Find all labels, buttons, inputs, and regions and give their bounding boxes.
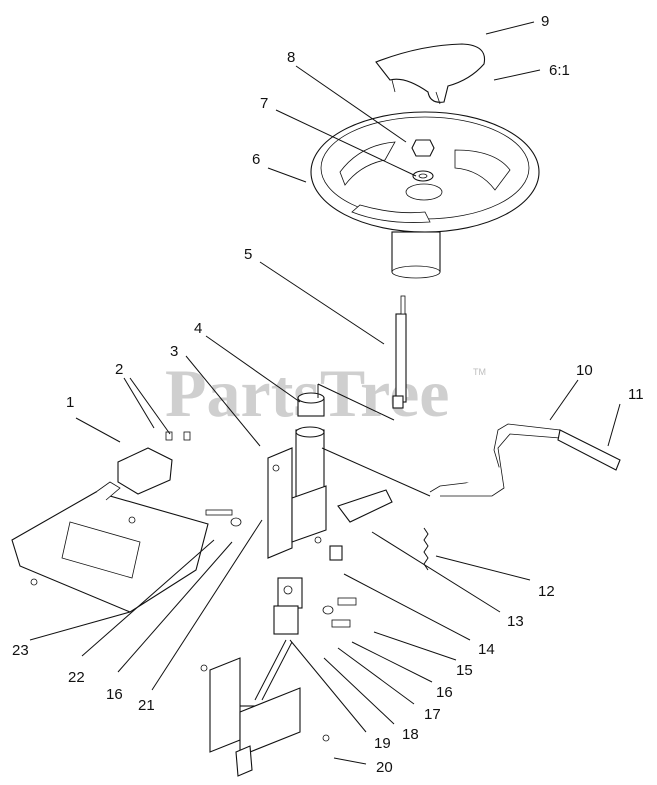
arc-bracket xyxy=(337,489,393,523)
watermark-trademark: TM xyxy=(473,367,486,377)
callout-9: 9 xyxy=(541,13,549,30)
callout-4: 4 xyxy=(194,320,202,337)
lever xyxy=(429,423,621,497)
bushing xyxy=(297,392,325,417)
callout-6-1: 6:1 xyxy=(549,62,570,79)
screw-left xyxy=(205,509,242,527)
universal-joint xyxy=(273,577,303,635)
callout-8: 8 xyxy=(287,49,295,66)
callout-23: 23 xyxy=(12,642,29,659)
spring xyxy=(423,527,429,571)
callout-3: 3 xyxy=(170,343,178,360)
callout-13: 13 xyxy=(507,613,524,630)
callout-16-left: 16 xyxy=(106,686,123,703)
mounting-plate xyxy=(11,481,209,613)
callout-7: 7 xyxy=(260,95,268,112)
callout-11: 11 xyxy=(628,386,644,403)
nut xyxy=(411,139,435,157)
callout-15: 15 xyxy=(456,662,473,679)
steering-shaft xyxy=(392,295,407,409)
callout-14: 14 xyxy=(478,641,495,658)
steering-wheel-cap xyxy=(375,43,486,105)
callout-21: 21 xyxy=(138,697,155,714)
callout-20: 20 xyxy=(376,759,393,776)
callout-12: 12 xyxy=(538,583,555,600)
callout-1: 1 xyxy=(66,394,74,411)
callout-5: 5 xyxy=(244,246,252,263)
steering-support xyxy=(267,426,327,559)
callout-17: 17 xyxy=(424,706,441,723)
callout-18: 18 xyxy=(402,726,419,743)
callout-10: 10 xyxy=(576,362,593,379)
pin xyxy=(329,545,343,561)
steering-wheel xyxy=(310,111,540,279)
callout-16-right: 16 xyxy=(436,684,453,701)
callout-2: 2 xyxy=(115,361,123,378)
bolts-right xyxy=(322,597,357,628)
washer xyxy=(412,170,434,182)
bracket xyxy=(117,447,173,495)
leader-lines xyxy=(29,21,621,765)
lower-bracket xyxy=(200,639,330,777)
callout-6: 6 xyxy=(252,151,260,168)
callout-19: 19 xyxy=(374,735,391,752)
callout-22: 22 xyxy=(68,669,85,686)
